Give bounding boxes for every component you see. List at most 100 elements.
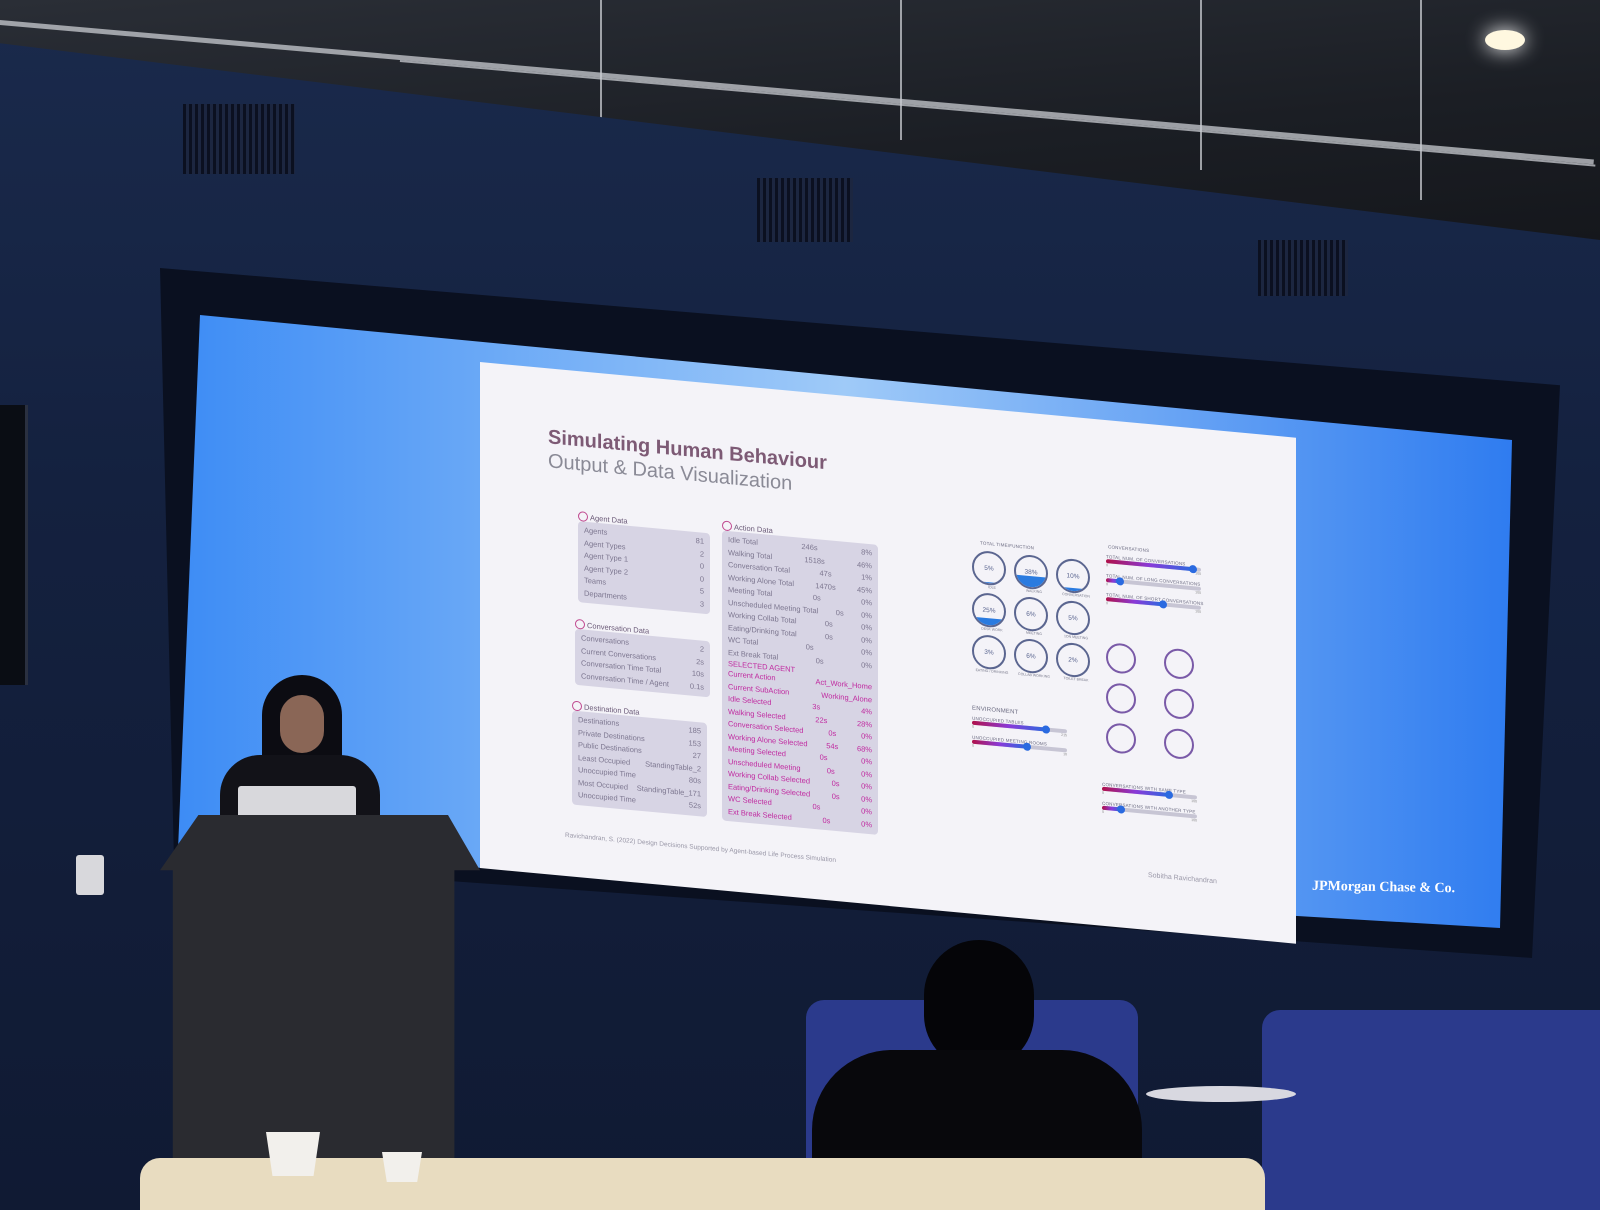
cell-value: 45% [856,584,872,595]
cell-value: 0% [861,609,872,620]
slider-max: 100 [1191,817,1197,823]
cell-value: 0s [812,801,821,812]
slider-min: 0 [1106,601,1108,606]
check-icon [722,520,732,532]
ring-gauge [1106,642,1136,675]
wall-outlet [76,855,104,895]
percent-gauge: 5% [972,549,1006,587]
slider-handle[interactable] [1159,599,1167,609]
slider-handle[interactable] [1042,725,1051,734]
cell-value: 80s [688,775,701,786]
check-icon [572,700,582,712]
gauge-item: 10%CONVERSATION [1056,557,1098,599]
cell-value: 0% [861,634,872,645]
gauge-item: 25%DESK WORK [972,591,1014,634]
slider-max: 10 [1063,752,1067,757]
environment-heading: ENVIRONMENT [972,705,1019,716]
slider-handle[interactable] [1117,805,1125,814]
cell-value: 2 [699,548,704,559]
air-vent [757,178,853,242]
ring-gauge [1164,727,1194,761]
conversation-rings [1106,642,1222,763]
cell-value: 0 [699,561,704,571]
ring-gauge [1164,647,1194,681]
cell-value: 0% [861,659,872,670]
ring-gauge [1164,687,1194,721]
slider-max: 100 [1195,609,1201,614]
cell-value: 0% [861,768,872,779]
gauge-value: 25% [982,606,996,615]
cell-value: 0% [861,806,872,817]
gauge-value: 6% [1026,610,1036,619]
coffee-cup [382,1152,422,1182]
cell-value: 0% [861,597,872,608]
slider-min: 0 [972,724,974,729]
percent-gauge: 6% [1014,637,1048,675]
gauge-value: 10% [1066,571,1080,581]
cell-value: 4% [861,706,872,717]
gauge-value: 38% [1024,568,1038,577]
cell-value: 2s [696,656,704,667]
coffee-cup [266,1132,320,1176]
ring-gauge [1106,722,1136,755]
check-icon [575,618,585,630]
cell-value: 0s [824,631,833,642]
cell-value: 0% [861,756,872,767]
cell-value: 8% [861,547,872,558]
cell-value: 54s [826,740,839,751]
slider-min: 0 [1106,563,1108,568]
check-icon [578,511,588,523]
cell-value: 0% [861,647,872,658]
time-function-heading: TOTAL TIME/FUNCTION [980,540,1035,551]
presentation-slide: Simulating Human Behaviour Output & Data… [480,362,1296,944]
side-monitor [0,405,28,685]
citation: Ravichandran, S. (2022) Design Decisions… [565,831,836,865]
cell-value: 0% [861,781,872,792]
armchair [1262,1010,1600,1210]
cell-value: 0s [822,815,831,826]
gauge-value: 3% [984,648,994,657]
slider-max: 100 [1191,798,1197,804]
podium [160,815,480,1210]
cell-value: 3 [699,598,704,609]
gauge-value: 2% [1068,656,1078,664]
gauge-item: 2%TOILET BREAK [1056,641,1098,683]
percent-gauge: 3% [972,633,1006,671]
slider-max: 215 [1061,732,1067,738]
cell-value: 0s [805,642,814,652]
air-vent [183,104,295,174]
cell-value: 0s [831,791,840,801]
gauge-item: 3%EATING / DRINKING [972,633,1014,676]
gauge-item: 5%IDLE [972,549,1014,592]
cell-value: 0s [812,592,821,603]
air-vent [1258,240,1348,296]
percent-gauge: 25% [972,591,1006,629]
cell-value: 10s [691,668,704,679]
cell-value: 1518s [804,554,825,566]
side-table [1146,1086,1296,1102]
gauge-item: 6%COLLAB WORKING [1014,637,1056,680]
slider-handle[interactable] [1164,790,1173,800]
cell-value: 185 [688,725,701,736]
gauge-item: 6%MEETING [1014,595,1056,638]
slider-handle[interactable] [1023,742,1032,752]
cell-value: 52s [688,800,701,811]
cell-value: 0s [828,728,837,739]
gauge-value: 5% [984,564,994,573]
cell-value: 3s [812,701,821,712]
gauge-fill [1016,574,1046,589]
percent-gauge: 2% [1056,641,1090,679]
cell-value: 47s [819,568,832,579]
